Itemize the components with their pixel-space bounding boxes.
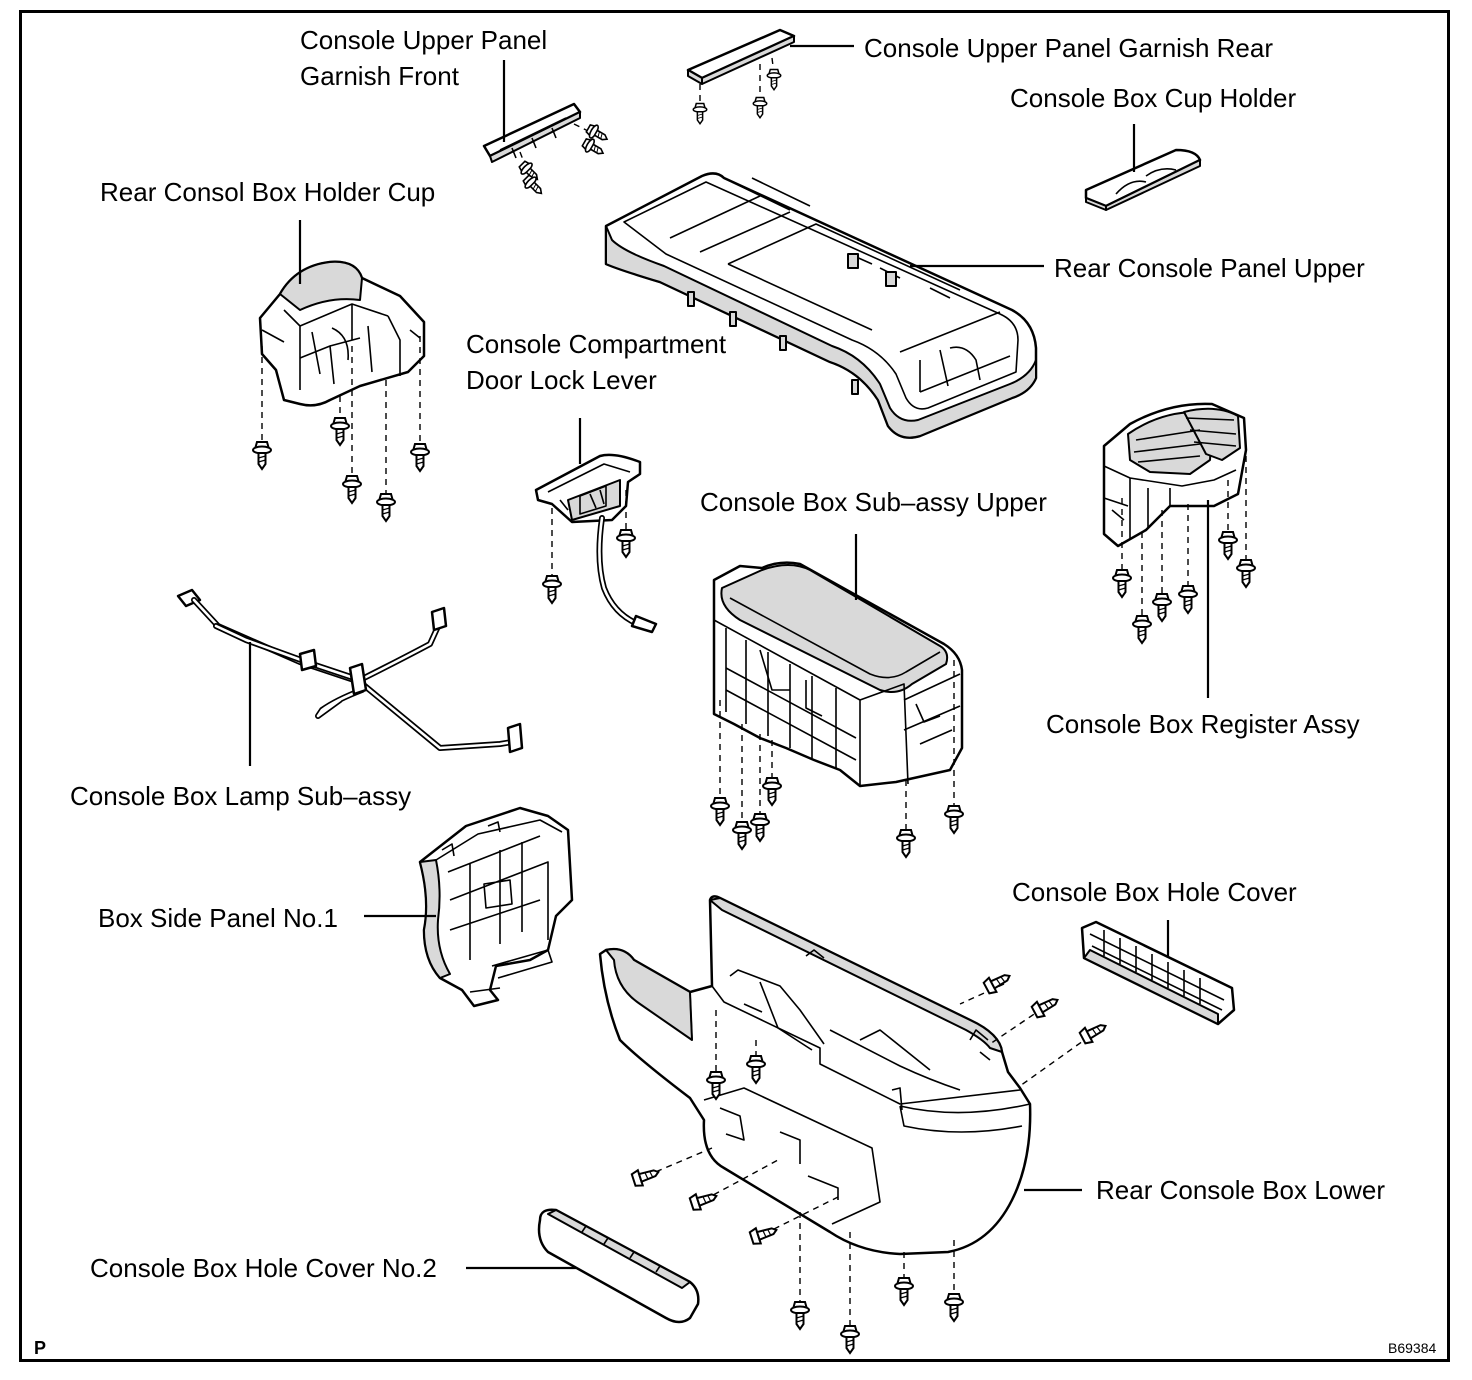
console-box-hole-cover	[1080, 920, 1236, 1026]
box-side-panel-no1	[418, 806, 574, 1008]
console-upper-panel-garnish-rear	[686, 28, 796, 125]
rear-consol-box-holder-cup	[252, 260, 430, 522]
console-box-register-assy	[1102, 402, 1256, 644]
label-door-lock-lever-line2: Door Lock Lever	[466, 365, 657, 395]
label-console-box-cup-holder: Console Box Cup Holder	[1010, 83, 1297, 113]
leader-lines	[248, 44, 1210, 1270]
rear-console-box-lower	[598, 895, 1111, 1354]
console-upper-panel-garnish-front	[482, 102, 612, 200]
label-console-box-hole-cover-no2: Console Box Hole Cover No.2	[90, 1253, 437, 1283]
label-console-box-sub-assy-upper: Console Box Sub–assy Upper	[700, 487, 1047, 517]
console-box-lamp-sub-assy	[176, 588, 524, 754]
label-console-upper-panel-garnish-front-line1: Console Upper Panel	[300, 25, 548, 55]
figure-code: B69384	[1388, 1340, 1437, 1356]
console-compartment-door-lock-lever	[534, 453, 658, 634]
label-console-upper-panel-garnish-rear: Console Upper Panel Garnish Rear	[864, 33, 1273, 63]
label-rear-console-panel-upper: Rear Console Panel Upper	[1054, 253, 1365, 283]
console-box-hole-cover-no2	[537, 1208, 700, 1324]
label-console-compartment-line1: Console Compartment	[466, 329, 727, 359]
label-rear-console-box-lower: Rear Console Box Lower	[1096, 1175, 1386, 1205]
label-console-box-lamp-sub-assy: Console Box Lamp Sub–assy	[70, 781, 412, 811]
label-console-box-hole-cover: Console Box Hole Cover	[1012, 877, 1297, 907]
label-console-upper-panel-garnish-front-line2: Garnish Front	[300, 61, 459, 91]
diagram-frame	[19, 10, 1450, 1362]
console-box-cup-holder	[1084, 148, 1202, 211]
console-box-sub-assy-upper	[710, 561, 964, 858]
corner-mark: P	[34, 1338, 47, 1358]
rear-console-panel-upper	[604, 172, 1038, 439]
label-rear-consol-box-holder-cup: Rear Consol Box Holder Cup	[100, 177, 436, 207]
label-box-side-panel-no1: Box Side Panel No.1	[98, 903, 338, 933]
label-console-box-register-assy: Console Box Register Assy	[1046, 709, 1360, 739]
